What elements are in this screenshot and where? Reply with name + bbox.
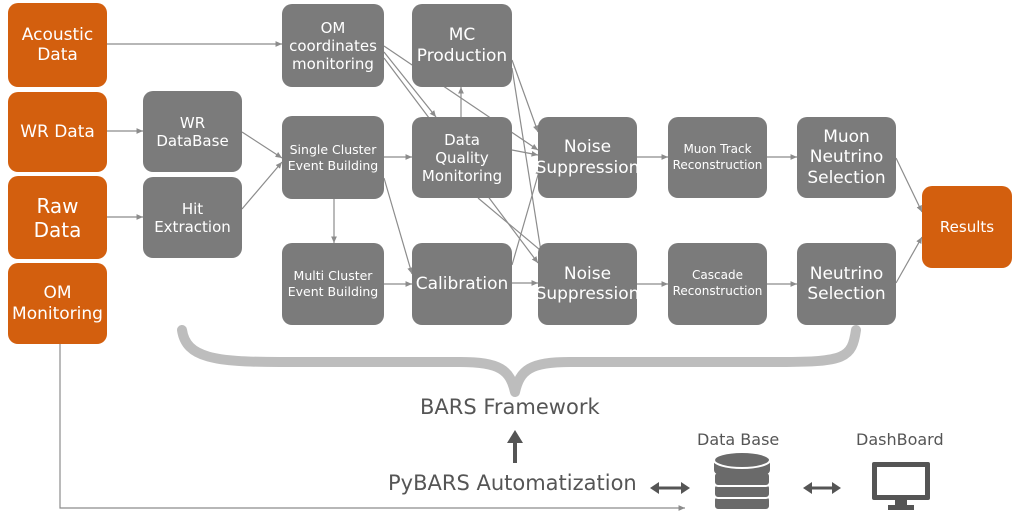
wr-data-label: WR Data xyxy=(20,121,95,142)
om-coordinates-label: OM coordinates monitoring xyxy=(289,18,377,73)
mc-production-box: MC Production xyxy=(412,4,512,87)
hit-extraction-box: Hit Extraction xyxy=(143,177,242,258)
edge-neutrino-sel-results xyxy=(895,236,923,284)
muon-track-box: Muon Track Reconstruction xyxy=(668,117,767,198)
single-cluster-box: Single Cluster Event Building xyxy=(282,116,384,199)
bars-framework-label: BARS Framework xyxy=(420,395,600,419)
noise-suppression-bottom-box: Noise Suppression xyxy=(535,243,640,325)
acoustic-data-label: Acoustic Data xyxy=(21,24,94,65)
muon-neutrino-selection-label: Muon Neutrino Selection xyxy=(807,126,886,188)
edge-dqm-noise-top xyxy=(511,149,539,157)
edge-wrdb-single xyxy=(241,131,283,159)
framework-brace xyxy=(177,325,861,397)
edge-om-monitoring-line xyxy=(59,344,685,511)
edge-mc-noise-bottom xyxy=(511,67,544,259)
edge-dqm-noise-bottom xyxy=(477,197,547,256)
acoustic-data-box: Acoustic Data xyxy=(8,3,107,87)
dashboard-label: DashBoard xyxy=(856,430,944,449)
edge-mc-noise-top xyxy=(511,59,539,133)
database-icon xyxy=(713,451,771,511)
noise-suppression-top-label: Noise Suppression xyxy=(535,137,640,178)
single-cluster-label: Single Cluster Event Building xyxy=(287,141,379,173)
wr-data-box: WR Data xyxy=(8,92,107,172)
hit-extraction-label: Hit Extraction xyxy=(154,199,231,236)
neutrino-selection-box: Neutrino Selection xyxy=(797,243,896,325)
neutrino-selection-label: Neutrino Selection xyxy=(807,263,886,304)
wr-database-label: WR DataBase xyxy=(156,113,229,150)
noise-suppression-bottom-label: Noise Suppression xyxy=(535,263,640,304)
edge-calibration-noise-top xyxy=(511,167,541,266)
double-arrow-icon xyxy=(803,482,841,494)
wr-database-box: WR DataBase xyxy=(143,91,242,172)
pybars-automatization-label: PyBARS Automatization xyxy=(388,471,637,495)
noise-suppression-top-box: Noise Suppression xyxy=(535,117,640,198)
up-arrow-icon xyxy=(507,430,523,463)
raw-data-box: Raw Data xyxy=(8,176,107,259)
dqm-box: Data Quality Monitoring xyxy=(412,117,512,198)
calibration-box: Calibration xyxy=(412,243,512,325)
edge-muon-sel-results xyxy=(895,157,923,213)
om-monitoring-box: OM Monitoring xyxy=(8,263,107,344)
om-monitoring-label: OM Monitoring xyxy=(12,283,103,324)
edge-omcoord-dqm xyxy=(383,51,437,118)
cascade-box: Cascade Reconstruction xyxy=(668,243,767,325)
dqm-label: Data Quality Monitoring xyxy=(421,130,503,185)
monitor-icon xyxy=(872,462,930,510)
database-label: Data Base xyxy=(697,430,780,449)
edge-hit-single xyxy=(241,161,283,210)
mc-production-label: MC Production xyxy=(416,25,508,66)
om-coordinates-box: OM coordinates monitoring xyxy=(282,4,384,87)
edge-single-calibration xyxy=(383,177,413,275)
multi-cluster-label: Multi Cluster Event Building xyxy=(287,268,379,299)
muon-track-label: Muon Track Reconstruction xyxy=(672,141,763,172)
cascade-label: Cascade Reconstruction xyxy=(672,268,763,298)
results-label: Results xyxy=(939,218,995,236)
calibration-label: Calibration xyxy=(415,273,509,294)
muon-neutrino-selection-box: Muon Neutrino Selection xyxy=(797,117,896,198)
raw-data-label: Raw Data xyxy=(33,193,82,242)
results-box: Results xyxy=(922,186,1012,268)
double-arrow-icon xyxy=(650,482,690,494)
multi-cluster-box: Multi Cluster Event Building xyxy=(282,243,384,325)
